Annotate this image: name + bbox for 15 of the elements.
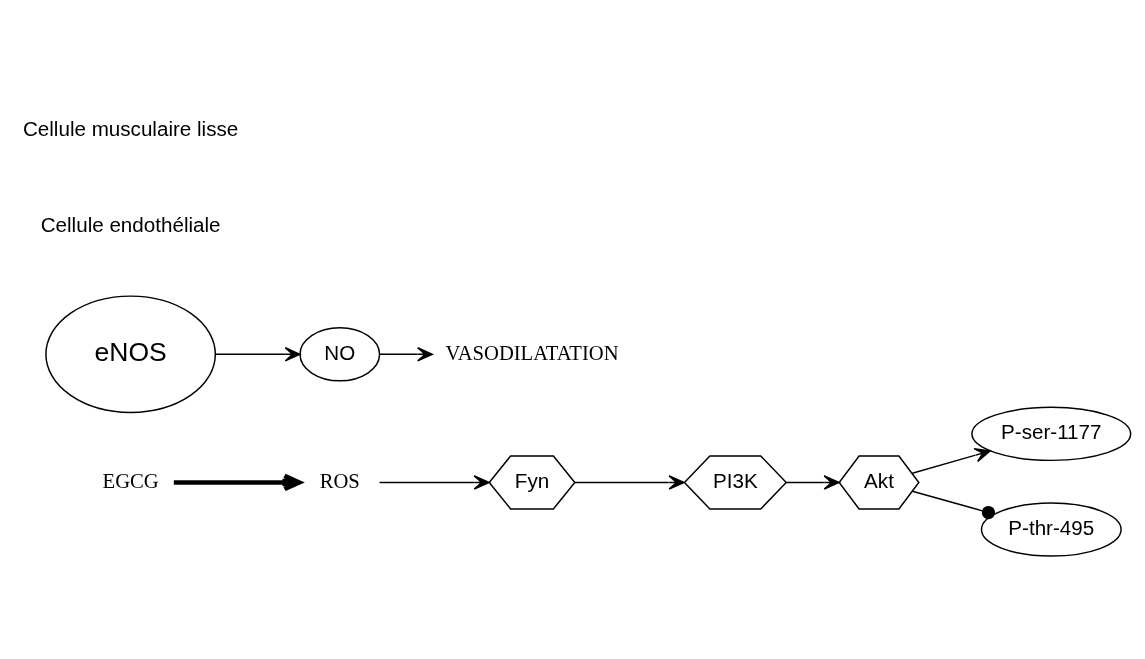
node-text: EGCG	[102, 469, 159, 492]
node-ellipse: eNOS	[45, 294, 217, 413]
arrow	[785, 474, 840, 490]
label: Cellule endothéliale	[40, 212, 221, 236]
label: Cellule musculaire lisse	[22, 116, 239, 140]
arrow	[911, 447, 991, 474]
arrow	[214, 346, 301, 362]
node-text: ROS	[319, 469, 360, 492]
node-text: VASODILATATION	[445, 341, 619, 364]
arrow	[173, 473, 302, 491]
node-ellipse: NO	[299, 326, 381, 382]
arrow	[574, 474, 685, 490]
connector	[911, 490, 996, 519]
arrow	[378, 346, 434, 362]
arrow	[378, 474, 490, 490]
